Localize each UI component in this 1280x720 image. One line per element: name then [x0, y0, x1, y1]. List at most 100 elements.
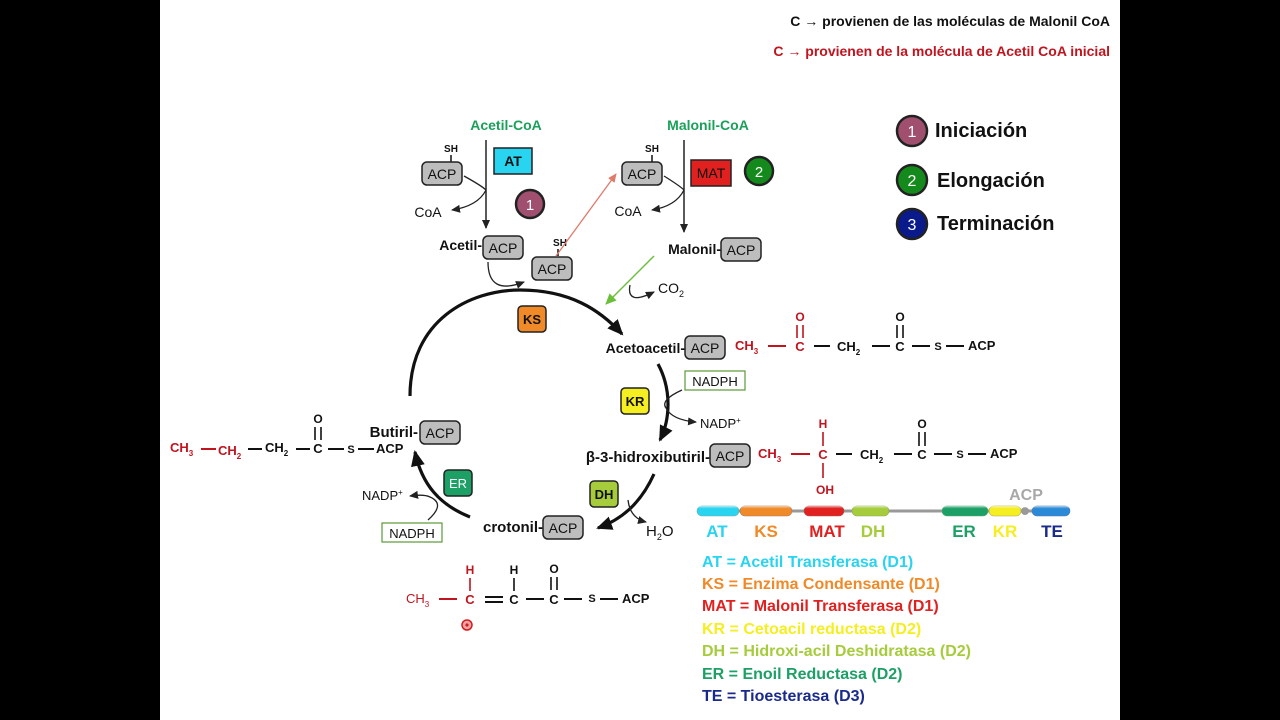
svg-text:CH2: CH2	[265, 440, 289, 458]
malonil-label: Malonil-	[668, 241, 721, 257]
svg-text:S: S	[934, 341, 941, 353]
cycle-arrow-kr	[656, 363, 673, 442]
svg-text:O: O	[895, 310, 904, 324]
definition-mat: MAT = Malonil Transferasa (D1)	[702, 598, 939, 615]
svg-text:H: H	[466, 563, 475, 577]
enzyme-er	[443, 469, 473, 497]
svg-text:C: C	[917, 447, 927, 462]
step-2-label: Elongación	[937, 170, 1045, 192]
domain-bar: ACP AT KS MAT DH ER KR TE	[696, 487, 1071, 541]
svg-text:ACP: ACP	[628, 166, 657, 182]
domain-kr: KR	[993, 522, 1018, 541]
svg-text:S: S	[956, 449, 963, 461]
svg-text:S: S	[347, 444, 354, 456]
svg-text:O: O	[313, 412, 322, 426]
acp-box-1	[421, 161, 463, 186]
hidroxibutiril-structure: CH3 H C OH CH2 C O S ACP	[758, 417, 1018, 497]
nadph-1: NADPH	[692, 374, 738, 389]
svg-text:C: C	[509, 592, 519, 607]
svg-text:CH2: CH2	[837, 339, 861, 357]
butiril-label: Butiril-	[370, 424, 418, 441]
step-2: 2 Elongación	[895, 163, 1045, 197]
step-3: 3 Terminación	[895, 207, 1054, 241]
acp-box-3	[621, 161, 663, 186]
definition-te: TE = Tioesterasa (D3)	[702, 688, 865, 705]
svg-text:ACP: ACP	[727, 242, 756, 258]
svg-text:SH: SH	[645, 144, 659, 155]
nadph-box-2	[381, 522, 443, 543]
svg-text:ACP: ACP	[426, 425, 455, 441]
step-3-label: Terminación	[937, 213, 1054, 235]
svg-text:CH3: CH3	[406, 591, 430, 609]
enzyme-at-label: AT	[504, 153, 522, 169]
acetil-label: Acetil-	[439, 237, 482, 253]
enzyme-at	[493, 147, 533, 175]
step-legend: 1 Iniciación 2 Elongación 3 Terminación	[895, 114, 1054, 241]
acetoacetil-acp-box	[684, 335, 726, 360]
step-3-badge	[895, 207, 929, 241]
step-1-label: Iniciación	[935, 120, 1027, 142]
definition-ks: KS = Enzima Condensante (D1)	[702, 576, 940, 593]
svg-text:1: 1	[526, 197, 534, 214]
hidroxibutiril-label: β-3-hidroxibutiril-	[586, 449, 710, 466]
acetoacetil-structure: CH3 C O CH2 C O S ACP	[735, 310, 996, 357]
definitions-list: AT = Acetil Transferasa (D1) KS = Enzima…	[702, 554, 971, 705]
svg-text:SH: SH	[553, 238, 567, 249]
domain-acp-label: ACP	[1009, 487, 1043, 504]
enzyme-mat	[690, 159, 732, 187]
nadp-1: NADP+	[700, 416, 741, 431]
crotonil-label: crotonil-	[483, 519, 543, 536]
crotonil-structure: CH3 H C H C C O S ACP	[406, 562, 650, 609]
svg-text:C: C	[549, 592, 559, 607]
svg-text:ACP: ACP	[716, 448, 745, 464]
enzyme-ks-label: KS	[523, 312, 541, 327]
malonil-coa-title: Malonil-CoA	[667, 117, 749, 133]
cycle-arrow-er	[411, 450, 471, 519]
enzyme-er-label: ER	[449, 476, 467, 491]
acetoacetil-label: Acetoacetil-	[606, 340, 686, 356]
svg-text:ACP: ACP	[538, 261, 567, 277]
step-1-number: 1	[908, 124, 917, 141]
definition-at: AT = Acetil Transferasa (D1)	[702, 554, 913, 571]
malonil-acp-box	[720, 237, 762, 262]
domain-mat: MAT	[809, 522, 845, 541]
h2o-label: H2O	[646, 523, 674, 542]
enzyme-kr-label: KR	[626, 394, 645, 409]
co2-label: CO2	[658, 280, 684, 299]
svg-text:H: H	[510, 563, 519, 577]
cycle-arrow-dh	[596, 473, 656, 530]
svg-text:ACP: ACP	[549, 520, 578, 536]
svg-text:OH: OH	[816, 483, 834, 497]
nadph-box-1	[684, 370, 746, 391]
coa-2: CoA	[614, 203, 642, 219]
svg-text:CH3: CH3	[170, 440, 194, 458]
step-1-marker	[514, 188, 546, 220]
step-2-badge	[895, 163, 929, 197]
svg-text:ACP: ACP	[622, 591, 650, 606]
svg-text:O: O	[795, 310, 804, 324]
svg-text:CH2: CH2	[860, 447, 884, 465]
nadph-2: NADPH	[389, 526, 435, 541]
svg-text:ACP: ACP	[376, 441, 404, 456]
note-acetil: C → provienen de la molécula de Acetil C…	[773, 43, 1110, 59]
svg-text:ACP: ACP	[691, 340, 720, 356]
hidroxibutiril-acp-box	[709, 443, 751, 468]
slide: C → provienen de las moléculas de Maloni…	[160, 0, 1120, 720]
svg-text:H: H	[819, 417, 828, 431]
enzyme-mat-label: MAT	[697, 165, 726, 181]
svg-text:O: O	[917, 417, 926, 431]
butiril-acp-box	[419, 420, 461, 445]
svg-text:C: C	[818, 447, 828, 462]
nadp-2: NADP+	[362, 488, 403, 503]
svg-text:O: O	[549, 562, 558, 576]
acetil-acp-box	[482, 235, 524, 260]
svg-text:ACP: ACP	[990, 446, 1018, 461]
svg-text:ACP: ACP	[428, 166, 457, 182]
svg-text:C: C	[465, 592, 475, 607]
enzyme-dh	[589, 480, 619, 508]
enzyme-kr	[620, 387, 650, 415]
acp1-sh: SH	[444, 144, 458, 155]
svg-text:2: 2	[755, 164, 763, 181]
cycle-arrow-ks	[408, 288, 624, 397]
crotonil-acp-box	[542, 515, 584, 540]
